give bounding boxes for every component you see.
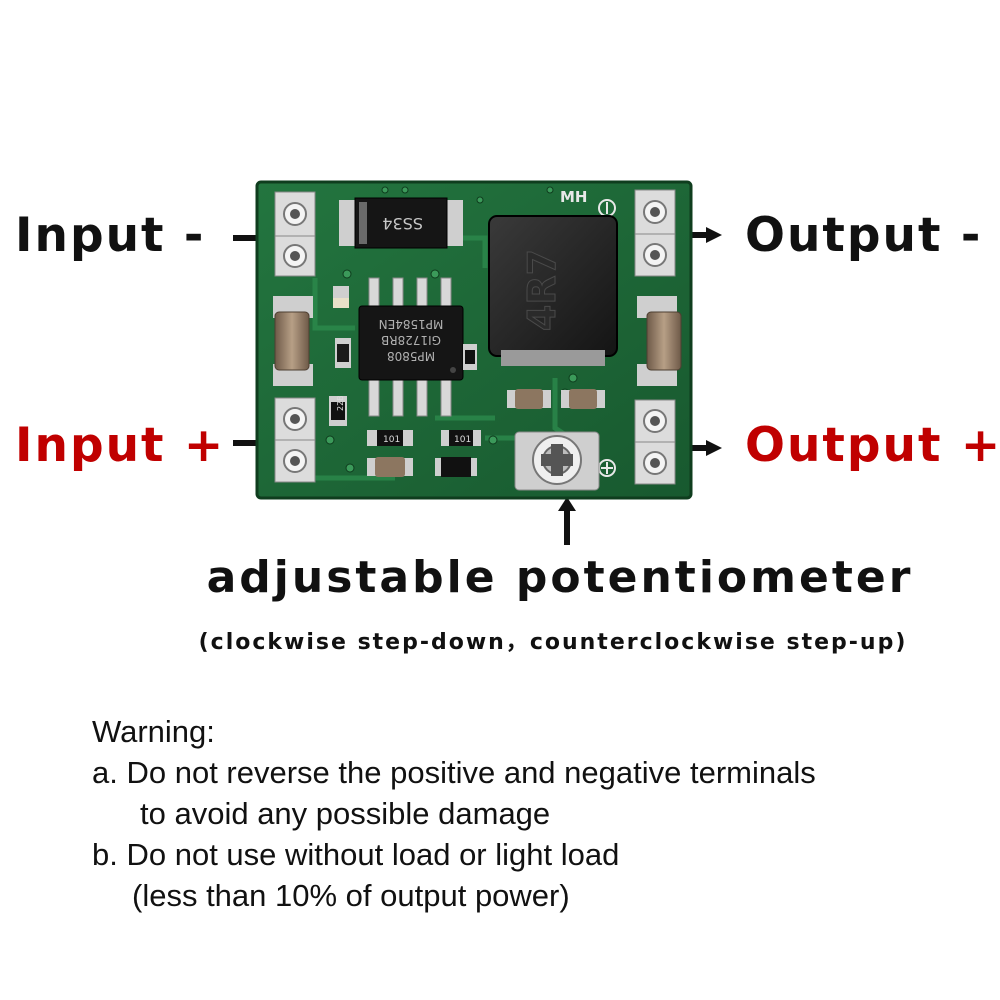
brand-silkscreen: MH — [560, 188, 587, 206]
input-plus-label: Input + — [15, 418, 226, 473]
warning-block: Warning: a. Do not reverse the positive … — [92, 712, 816, 917]
diode-label: SS34 — [382, 214, 423, 233]
diode-ss34 — [354, 197, 448, 249]
potentiometer — [514, 431, 600, 491]
resistor-code-3: 101 — [454, 435, 471, 445]
pcb-substrate — [255, 180, 693, 500]
ic-line-1: MP1584EN — [379, 317, 444, 331]
potentiometer-title: adjustable potentiometer — [206, 552, 914, 603]
inductor-label: 4R7 — [520, 249, 564, 331]
potentiometer-subtitle: (clockwise step-down，counterclockwise st… — [198, 630, 908, 655]
ic-line-3: MP5808 — [387, 349, 435, 363]
resistor-code-2: 101 — [383, 435, 400, 445]
warning-item-b-line1: b. Do not use without load or light load — [92, 836, 620, 872]
pcb-board: MH SS34 4R7 MP1584EN GI1728RB MP5808 22B — [255, 180, 693, 500]
smd-components — [329, 286, 605, 477]
ic-pins — [368, 277, 452, 417]
output-plus-label: Output + — [745, 418, 1000, 473]
output-minus-label: Output - — [745, 208, 983, 263]
input-minus-label: Input - — [15, 208, 206, 263]
resistor-code-1: 22B — [336, 395, 345, 411]
warning-heading: Warning: — [92, 714, 215, 749]
left-terminal-pads — [274, 191, 316, 483]
output-capacitor — [646, 311, 682, 371]
potentiometer-arrow — [558, 497, 576, 545]
warning-item-a-line2: to avoid any possible damage — [140, 795, 551, 831]
ic-chip — [358, 305, 464, 381]
input-capacitor — [274, 311, 310, 371]
warning-item-a-line1: a. Do not reverse the positive and negat… — [92, 754, 816, 790]
ic-line-2: GI1728RB — [381, 333, 441, 347]
right-terminal-pads — [634, 189, 676, 485]
warning-item-b-line2: (less than 10% of output power) — [132, 877, 570, 913]
